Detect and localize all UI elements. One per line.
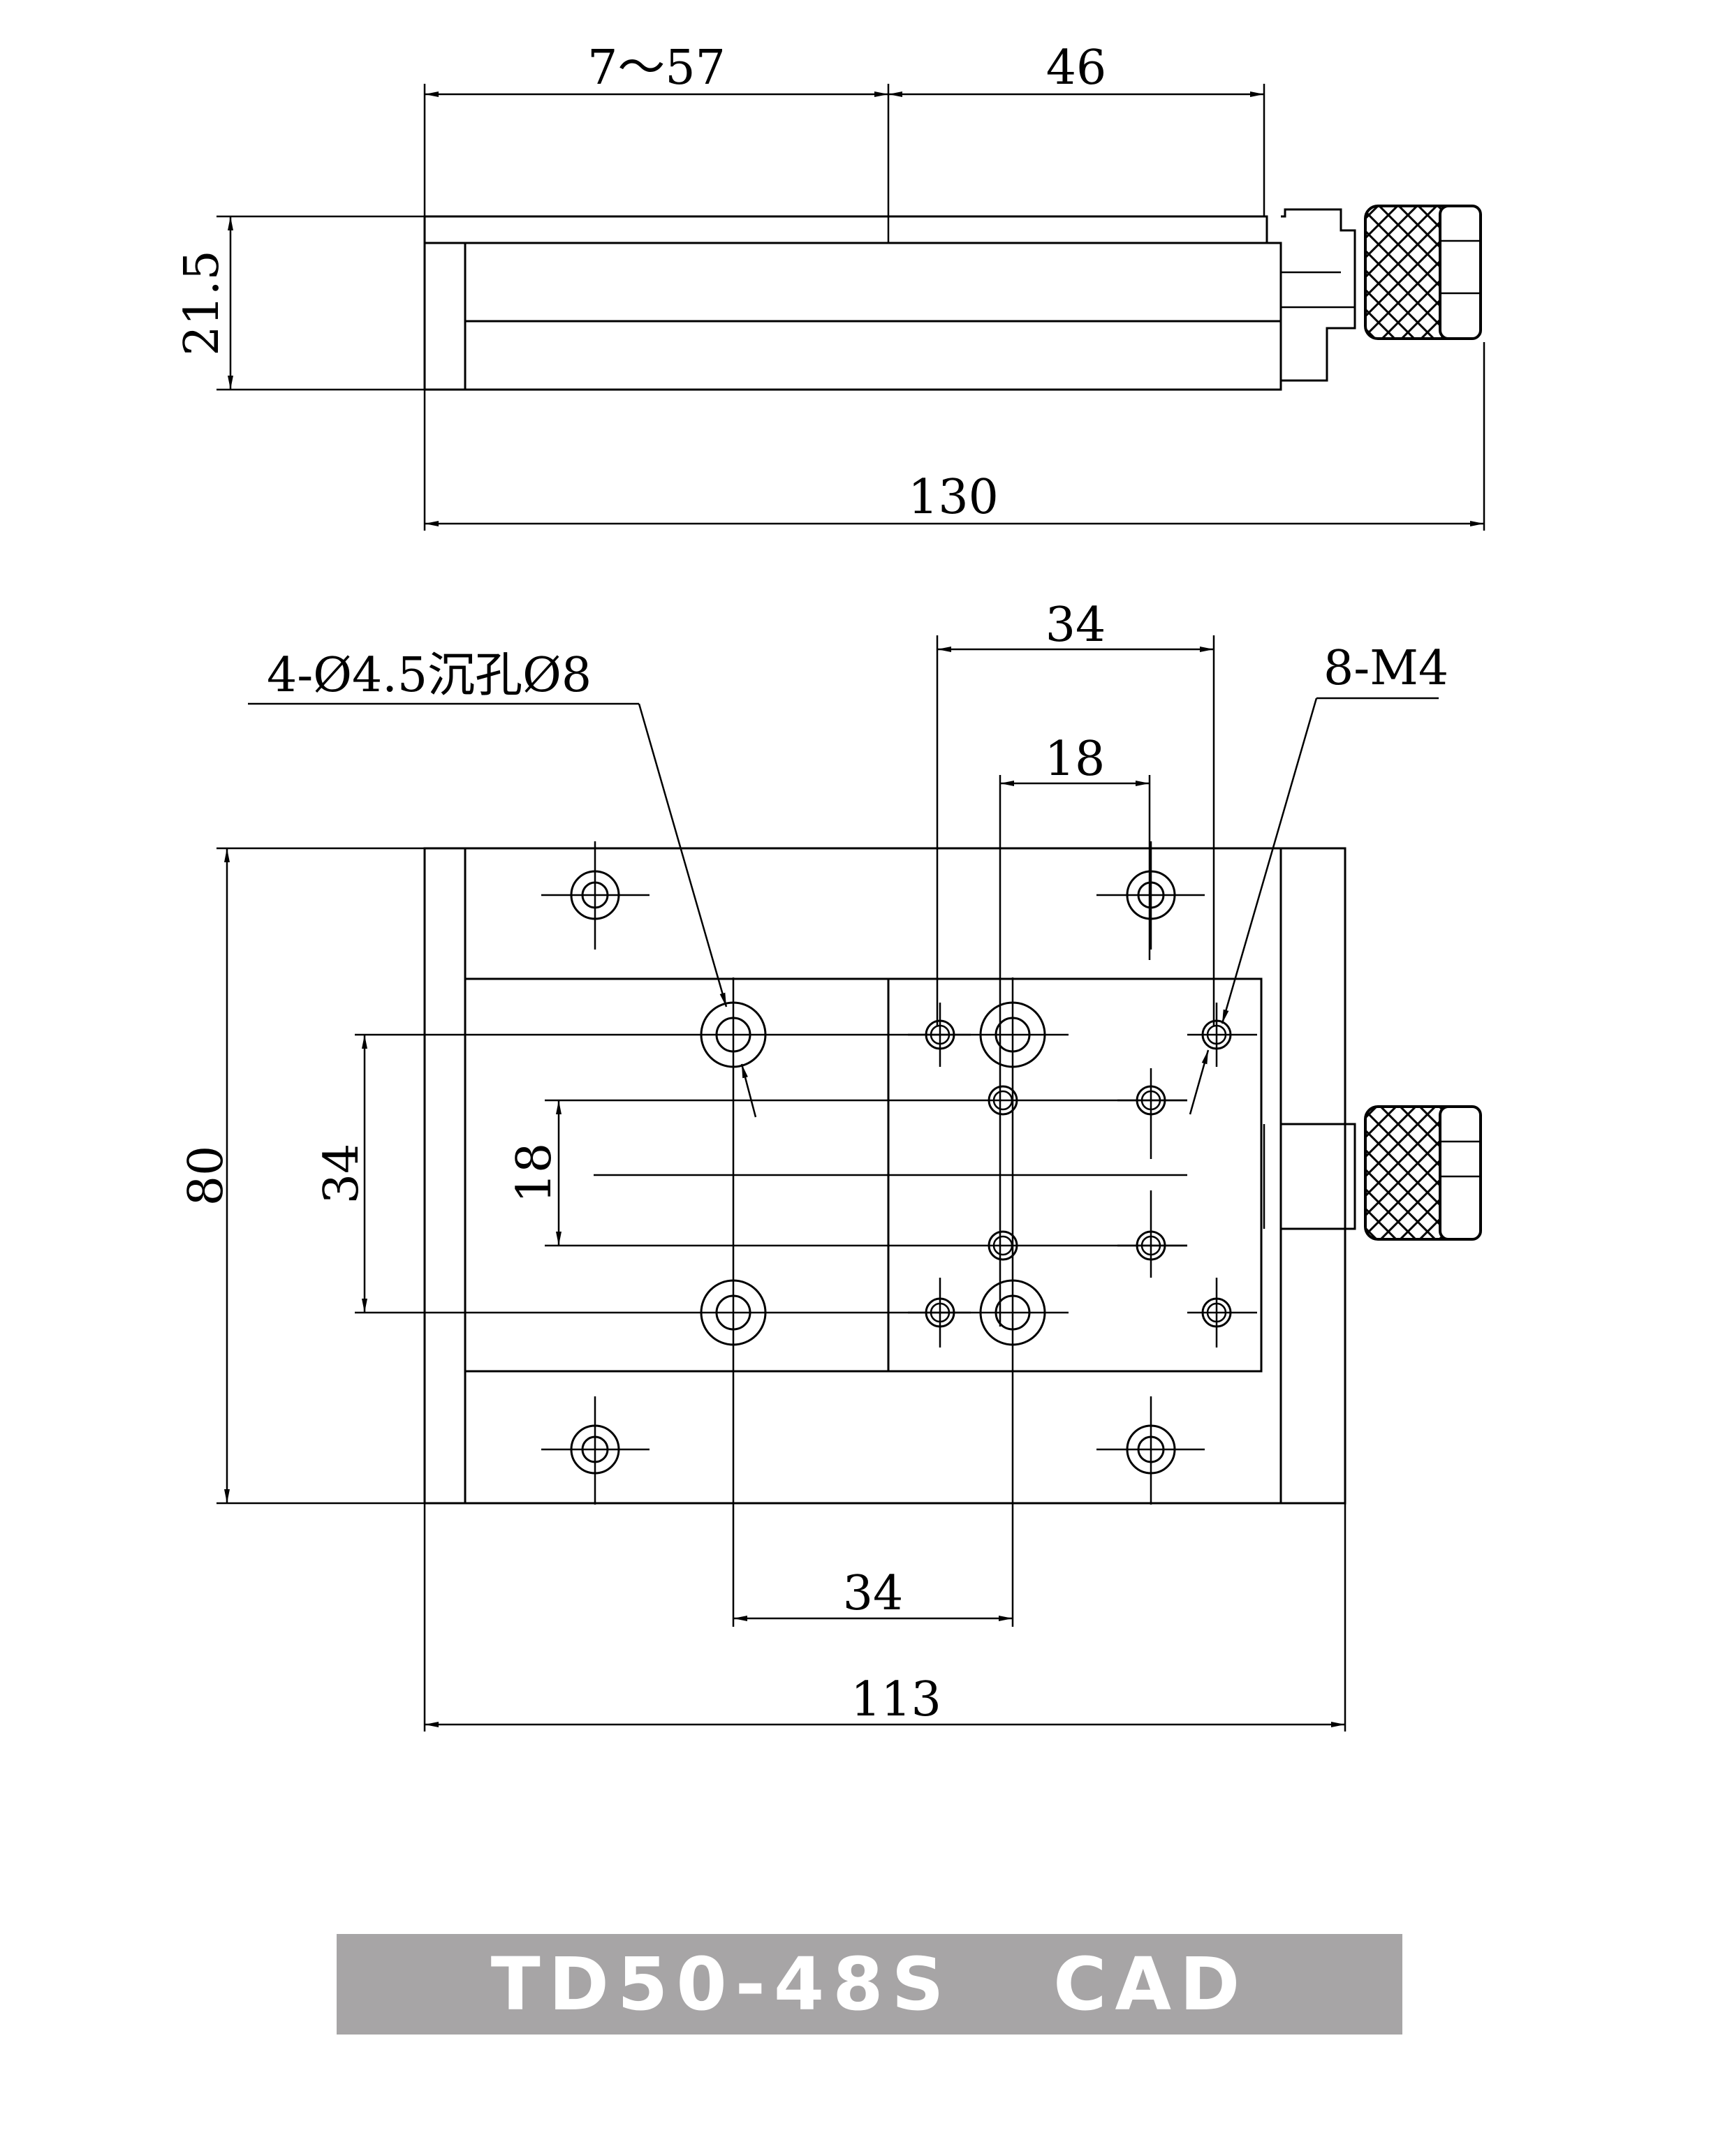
base-hole xyxy=(541,1396,650,1505)
title-text: TD50-48S CAD xyxy=(490,1942,1249,2027)
side-view: 7～57 46 21.5 130 xyxy=(175,40,1485,531)
side-knob-block xyxy=(1281,208,1356,382)
top-carriage xyxy=(464,977,1263,1373)
dim-travel-label: 7～57 xyxy=(587,40,726,96)
title-banner: TD50-48S CAD xyxy=(337,1934,1402,2035)
threaded-hole xyxy=(1187,1278,1257,1348)
base-hole xyxy=(541,841,650,950)
dim-total-length-label: 130 xyxy=(908,470,999,525)
base-hole xyxy=(1096,1396,1205,1505)
leader-counterbore-arrow-2 xyxy=(740,1063,757,1118)
note-thread-label: 8-M4 xyxy=(1323,641,1448,696)
threaded-hole xyxy=(1117,1068,1187,1159)
top-knob-block xyxy=(1281,1123,1356,1230)
side-body-outline xyxy=(423,242,1282,391)
side-carriage xyxy=(423,215,1268,244)
note-counterbore-label: 4-Ø4.5沉孔Ø8 xyxy=(267,648,592,703)
top-knob-cap xyxy=(1439,1105,1482,1241)
dim-left-34-label: 34 xyxy=(314,1144,369,1204)
dim-top-34-label: 34 xyxy=(1045,598,1106,653)
dim-bottom-113-label: 113 xyxy=(851,1672,941,1727)
threaded-hole xyxy=(1187,1003,1257,1067)
dim-knob-offset-label: 46 xyxy=(1046,40,1107,96)
dim-left-18-label: 18 xyxy=(507,1143,562,1204)
top-body-outline xyxy=(423,847,1346,1505)
threaded-hole xyxy=(1117,1190,1187,1278)
dim-top-18-label: 18 xyxy=(1045,732,1106,787)
dim-height-label: 21.5 xyxy=(175,250,230,355)
dim-width-label: 80 xyxy=(179,1146,234,1206)
top-view: 34 18 80 34 18 34 113 4-Ø4.5沉孔Ø8 8-M4 xyxy=(179,598,1482,1732)
leader-counterbore-line xyxy=(638,703,728,1007)
side-knob-cap-lines xyxy=(1440,239,1481,295)
top-knob-cap-lines xyxy=(1440,1140,1481,1178)
dim-bottom-34-label: 34 xyxy=(843,1566,904,1621)
base-hole xyxy=(1096,841,1205,950)
leader-thread-line xyxy=(1221,697,1318,1024)
side-knob-cap xyxy=(1439,205,1482,340)
leader-thread-arrow-2 xyxy=(1189,1049,1210,1115)
